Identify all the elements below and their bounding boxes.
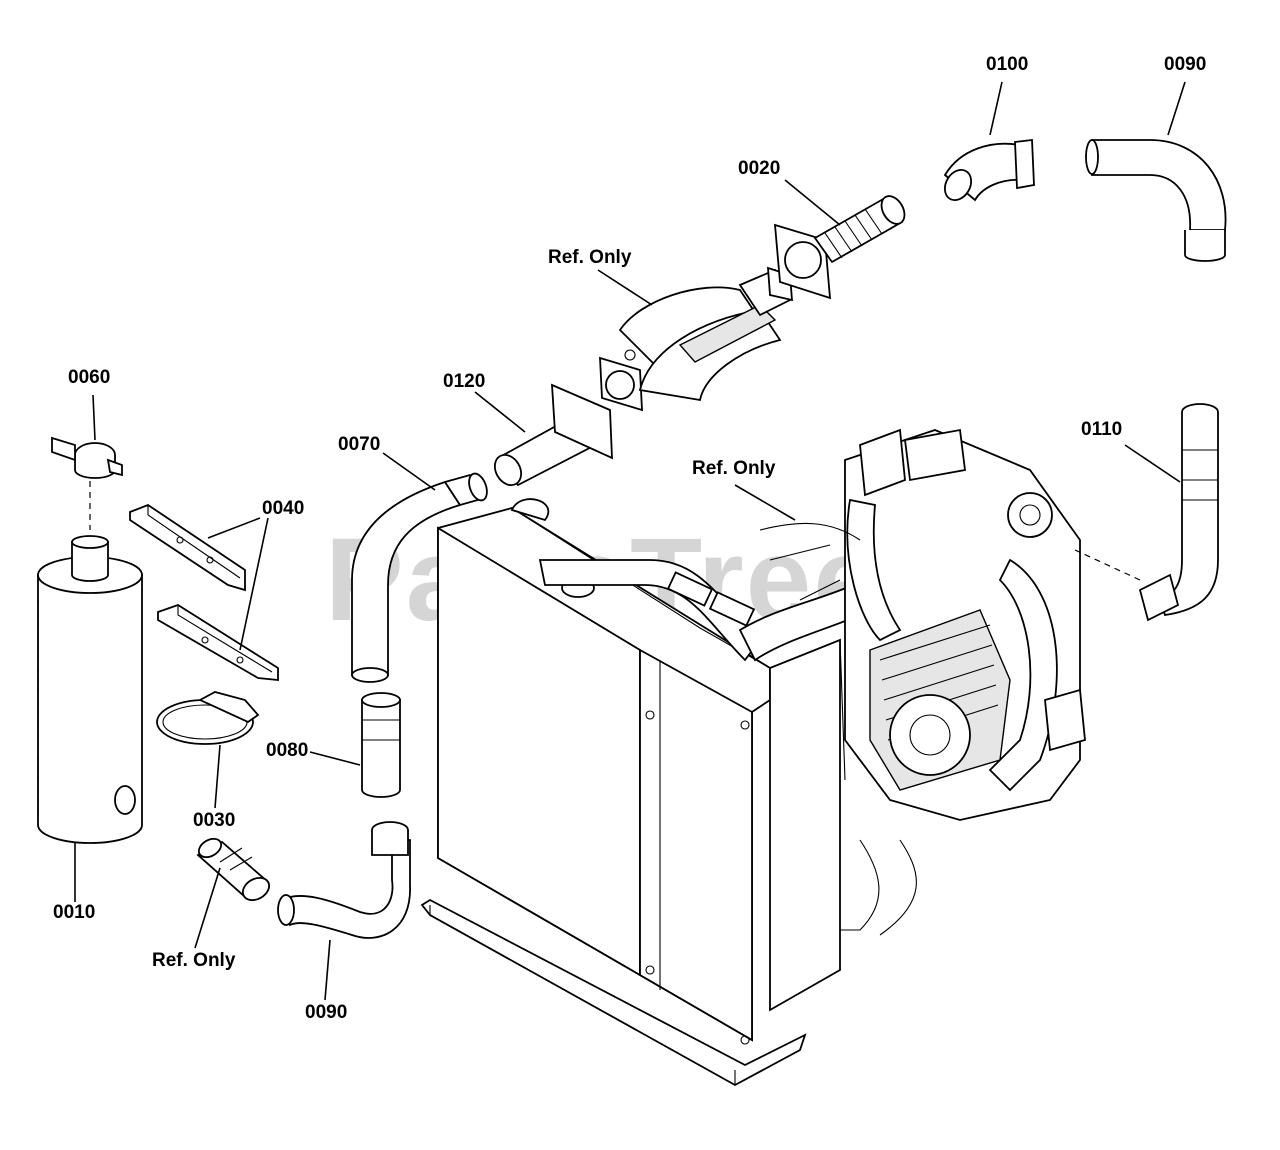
label-0030: 0030	[193, 810, 235, 831]
part-labels: 0100 0090 0020 Ref. Only 0060 0120 0110 …	[53, 54, 1206, 1023]
label-0020: 0020	[738, 158, 780, 179]
label-ref-only-coupler: Ref. Only	[152, 950, 236, 971]
mounting-brackets-0040	[129, 503, 279, 681]
rain-cap-0060	[51, 436, 123, 479]
label-0040: 0040	[262, 498, 304, 519]
elbow-pipe-0090-bottom	[277, 821, 411, 939]
label-0110: 0110	[1081, 419, 1122, 440]
label-0090-top: 0090	[1164, 54, 1206, 75]
label-0080: 0080	[266, 740, 308, 761]
flex-bellows-0020	[773, 195, 906, 300]
label-0100: 0100	[986, 54, 1028, 75]
engine-radiator-assembly	[420, 428, 1086, 1087]
vertical-pipe-0110	[1074, 403, 1219, 622]
muffler-0010	[37, 470, 143, 844]
flange-pipe-0120	[493, 383, 613, 487]
coupler-ref-only	[196, 837, 271, 902]
label-0070: 0070	[338, 434, 380, 455]
label-0090-bottom: 0090	[305, 1002, 347, 1023]
leader-lines	[74, 81, 1186, 1001]
label-0120: 0120	[443, 371, 485, 392]
elbow-0100	[943, 138, 1035, 202]
elbow-pipe-0090-top	[1085, 139, 1227, 262]
catalyst-ref-only	[599, 266, 793, 412]
curved-pipe-0070	[351, 472, 488, 683]
label-ref-only-catalyst: Ref. Only	[548, 247, 632, 268]
straight-pipe-0080	[361, 692, 401, 798]
label-ref-only-engine: Ref. Only	[692, 458, 776, 479]
band-clamp-0030	[156, 691, 260, 745]
label-0010: 0010	[53, 902, 95, 923]
label-0060: 0060	[68, 367, 110, 388]
